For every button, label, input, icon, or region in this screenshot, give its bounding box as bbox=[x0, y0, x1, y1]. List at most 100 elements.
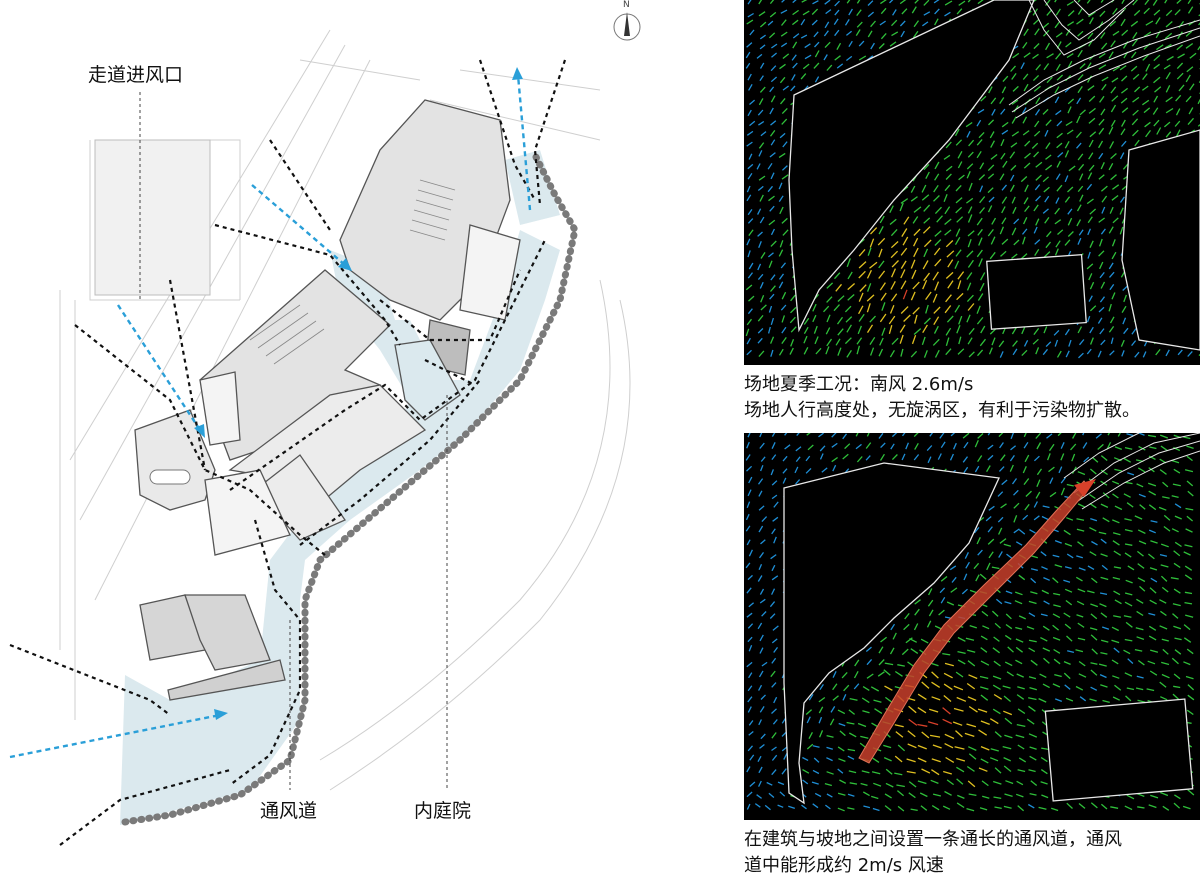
wind-vector bbox=[1156, 18, 1160, 25]
wind-vector bbox=[969, 675, 978, 679]
wind-vector bbox=[772, 53, 777, 57]
wind-vector bbox=[760, 671, 764, 677]
wind-vector bbox=[1034, 456, 1039, 461]
wind-vector bbox=[1017, 687, 1024, 689]
wind-vector bbox=[780, 240, 783, 247]
wind-vector bbox=[836, 339, 840, 346]
wind-vector bbox=[904, 217, 909, 225]
site-plan: N 走道进风口 通风道 内庭院 bbox=[0, 0, 730, 881]
wind-vector bbox=[1042, 590, 1049, 593]
wind-vector bbox=[1055, 97, 1058, 103]
wind-vector bbox=[1017, 781, 1023, 784]
wind-vector bbox=[935, 9, 940, 14]
wind-vector bbox=[956, 759, 965, 762]
wind-vector bbox=[760, 599, 765, 603]
wind-vector bbox=[1185, 615, 1193, 617]
wind-vector bbox=[956, 207, 962, 213]
wind-vector bbox=[1056, 53, 1061, 59]
wind-vector bbox=[965, 552, 968, 558]
wind-vector bbox=[1160, 555, 1167, 557]
wind-vector bbox=[813, 804, 818, 808]
wind-vector bbox=[934, 196, 940, 202]
wind-vector bbox=[918, 781, 927, 784]
wind-vector bbox=[792, 55, 796, 61]
wind-vector bbox=[1033, 75, 1038, 80]
wind-vector bbox=[1090, 604, 1097, 607]
wind-vector bbox=[988, 165, 994, 171]
wind-vector bbox=[771, 121, 776, 125]
wind-vector bbox=[1124, 616, 1132, 618]
wind-vector bbox=[893, 633, 896, 640]
wind-vector bbox=[890, 0, 895, 3]
wind-vector bbox=[760, 45, 765, 49]
wind-vector bbox=[1125, 806, 1132, 810]
wind-vector bbox=[856, 444, 862, 448]
wind-vector bbox=[980, 339, 985, 346]
wind-vector bbox=[1150, 568, 1157, 570]
wind-vector bbox=[847, 325, 852, 333]
wind-vector bbox=[757, 164, 760, 170]
wind-vector bbox=[932, 682, 940, 687]
wind-vector bbox=[824, 31, 828, 36]
wind-vector bbox=[1057, 185, 1062, 191]
wind-vector bbox=[1043, 177, 1049, 182]
wind-vector bbox=[1112, 293, 1115, 300]
wind-vector bbox=[968, 283, 971, 291]
wind-vector bbox=[1056, 241, 1060, 248]
wind-vector bbox=[1043, 648, 1050, 651]
wind-vector bbox=[933, 794, 941, 796]
wind-vector bbox=[1138, 661, 1144, 666]
wind-vector bbox=[1125, 593, 1132, 595]
wind-vector bbox=[827, 339, 832, 346]
wind-vector bbox=[915, 600, 921, 604]
wind-vector bbox=[770, 12, 776, 17]
wind-vector bbox=[748, 697, 752, 702]
simulation-top bbox=[744, 0, 1200, 365]
wind-vector bbox=[1133, 130, 1139, 136]
wind-vector bbox=[862, 771, 870, 773]
wind-vector bbox=[896, 785, 904, 787]
wind-vector bbox=[1143, 352, 1146, 358]
wind-vector bbox=[1067, 130, 1073, 134]
wind-vector bbox=[759, 479, 763, 485]
wind-vector bbox=[871, 687, 879, 691]
wind-vector bbox=[934, 248, 940, 255]
wind-vector bbox=[813, 304, 816, 311]
wind-vector bbox=[772, 639, 777, 643]
wind-vector bbox=[790, 317, 795, 323]
wind-vector bbox=[940, 588, 945, 593]
wind-vector bbox=[1183, 662, 1190, 665]
wind-vector bbox=[922, 22, 928, 26]
wind-vector bbox=[1100, 239, 1103, 246]
wind-vector bbox=[1058, 153, 1063, 158]
wind-vector bbox=[967, 767, 974, 772]
wind-vector bbox=[900, 21, 905, 26]
wind-vector bbox=[1101, 186, 1107, 191]
wind-vector bbox=[1016, 794, 1023, 797]
wind-vector bbox=[1162, 587, 1168, 592]
wind-vector bbox=[1110, 351, 1115, 356]
wind-vector bbox=[758, 576, 762, 582]
wind-vector bbox=[771, 555, 777, 559]
wind-vector bbox=[1109, 304, 1111, 311]
wind-vector bbox=[1006, 614, 1011, 619]
wind-vector bbox=[749, 154, 752, 160]
wind-vector bbox=[946, 295, 952, 302]
wind-vector bbox=[1067, 485, 1074, 487]
wind-vector bbox=[1044, 601, 1050, 604]
wind-vector bbox=[1067, 2, 1073, 6]
wind-vector bbox=[1010, 465, 1013, 472]
wind-vector bbox=[1150, 671, 1157, 675]
caption-bottom-line2: 道中能形成约 2m/s 风速 bbox=[744, 853, 944, 879]
wind-vector bbox=[891, 251, 898, 258]
wind-vector bbox=[911, 649, 918, 654]
wind-vector bbox=[1008, 647, 1014, 652]
wind-vector bbox=[1031, 569, 1038, 571]
wind-vector bbox=[1040, 638, 1047, 642]
wind-vector bbox=[935, 174, 939, 181]
wind-vector bbox=[1099, 218, 1105, 222]
wind-vector bbox=[862, 711, 869, 713]
wind-vector bbox=[1146, 64, 1150, 71]
wind-vector bbox=[946, 349, 951, 355]
wind-vector bbox=[867, 433, 870, 436]
